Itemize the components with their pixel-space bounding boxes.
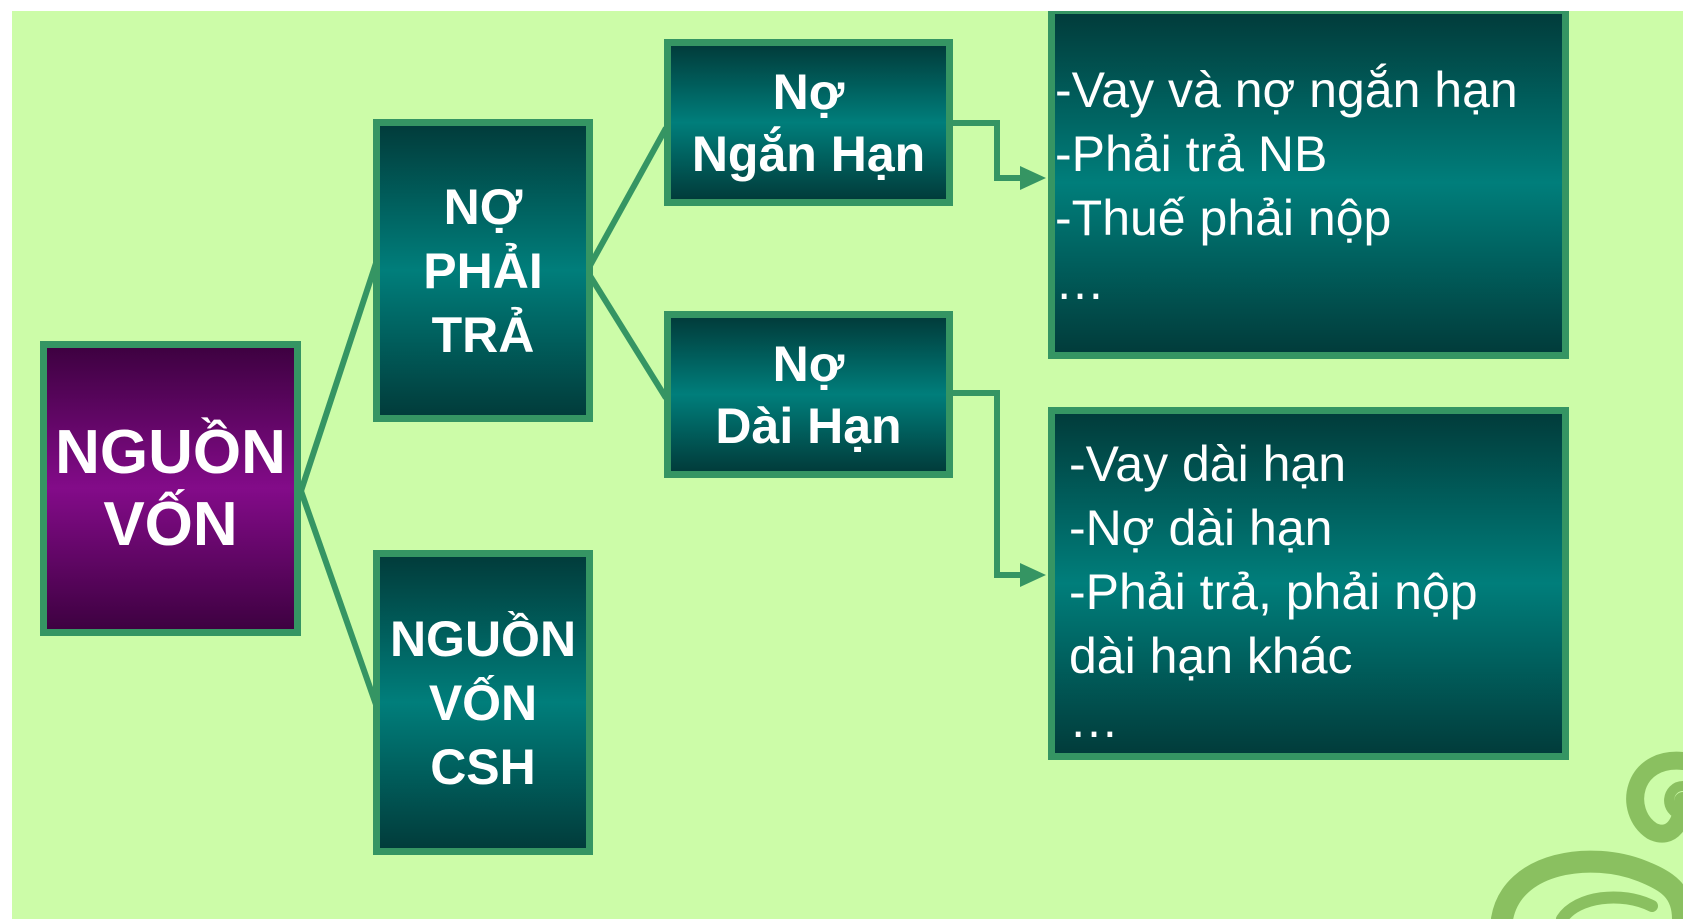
- node-short-term-debt: Nợ Ngắn Hạn: [664, 39, 953, 206]
- node-long-term-line: Nợ: [772, 335, 845, 392]
- short-term-details: -Vay và nợ ngắn hạn -Phải trả NB -Thuế p…: [1048, 11, 1569, 359]
- swirl-decoration: [1491, 751, 1683, 919]
- node-root-line: VỐN: [103, 489, 238, 559]
- connector-root-liabilities: [298, 250, 383, 492]
- connector-liabilities-long: [584, 269, 669, 400]
- node-long-term-debt: Nợ Dài Hạn: [664, 311, 953, 478]
- slide-canvas: NGUỒN VỐN NỢ PHẢI TRẢ NGUỒN VỐN CSH Nợ N…: [12, 11, 1683, 919]
- node-liabilities-line: TRẢ: [431, 306, 535, 363]
- detail-item: -Phải trả NB: [1055, 126, 1328, 182]
- node-short-term-line: Nợ: [772, 63, 845, 120]
- node-root: NGUỒN VỐN: [40, 341, 301, 636]
- node-liabilities: NỢ PHẢI TRẢ: [373, 119, 593, 422]
- detail-item: -Phải trả, phải nộp: [1069, 564, 1478, 620]
- arrowhead-short-details: [1020, 166, 1046, 190]
- node-equity: NGUỒN VỐN CSH: [373, 550, 593, 855]
- connector-short-details: [946, 120, 1020, 181]
- connectors: [298, 120, 1046, 717]
- node-equity-line: CSH: [430, 738, 536, 795]
- detail-item: -Vay và nợ ngắn hạn: [1055, 62, 1518, 118]
- node-root-line: NGUỒN: [55, 417, 286, 487]
- detail-item: -Nợ dài hạn: [1069, 500, 1333, 556]
- node-liabilities-line: NỢ: [443, 178, 523, 235]
- detail-item: …: [1055, 254, 1105, 310]
- detail-item: -Thuế phải nộp: [1055, 190, 1392, 246]
- long-term-details: -Vay dài hạn -Nợ dài hạn -Phải trả, phải…: [1048, 407, 1569, 760]
- node-long-term-line: Dài Hạn: [715, 397, 902, 454]
- node-equity-line: NGUỒN: [389, 610, 577, 667]
- arrowhead-long-details: [1020, 563, 1046, 587]
- node-equity-line: VỐN: [428, 674, 538, 731]
- node-short-term-line: Ngắn Hạn: [691, 125, 926, 182]
- node-liabilities-line: PHẢI: [423, 242, 543, 299]
- detail-item: …: [1069, 692, 1119, 748]
- detail-item: -Vay dài hạn: [1069, 436, 1347, 492]
- detail-item: dài hạn khác: [1069, 628, 1353, 684]
- connector-root-equity: [298, 490, 383, 717]
- connector-long-details: [946, 390, 1020, 578]
- connector-liabilities-short: [584, 126, 669, 273]
